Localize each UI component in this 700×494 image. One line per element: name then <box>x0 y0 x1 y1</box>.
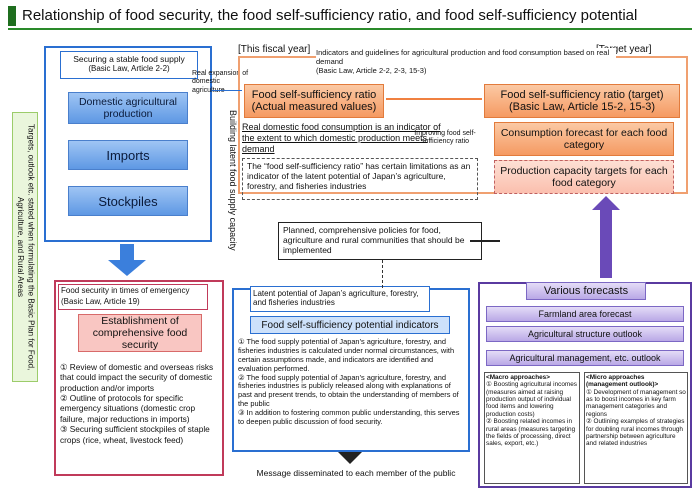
micro-item: ① Development of management so as to boo… <box>586 388 686 418</box>
potential-indicators-box: Food self-sufficiency potential indicato… <box>250 316 450 334</box>
real-expansion-label: Real expansion of domestic agriculture <box>192 70 249 94</box>
forecasts-title: Various forecasts <box>526 282 646 300</box>
purple-arrow-shaft <box>600 208 612 278</box>
planned-policies-box: Planned, comprehensive policies for food… <box>278 222 482 260</box>
stockpiles-box: Stockpiles <box>68 186 188 216</box>
message-arrow <box>338 452 362 464</box>
blue-arrow-shaft <box>120 244 134 262</box>
improving-label: Improving food self-sufficiency ratio <box>414 130 476 146</box>
connector-line <box>212 90 242 91</box>
agri-structure-box: Agricultural structure outlook <box>486 326 684 342</box>
emergency-item: ③ Securing sufficient stockpiles of stap… <box>60 424 210 445</box>
agri-management-box: Agricultural management, etc. outlook <box>486 350 684 366</box>
consumption-forecast-box: Consumption forecast for each food categ… <box>494 122 674 156</box>
emergency-sub: (Basic Law, Article 19) <box>61 296 140 306</box>
blue-arrow-head <box>108 260 146 276</box>
stable-supply-title: Securing a stable food supply <box>73 54 185 64</box>
latent-item: ③ In addition to fostering common public… <box>238 408 460 426</box>
purple-arrow-head <box>592 196 620 210</box>
stable-supply-sub: (Basic Law, Article 2-2) <box>88 64 170 74</box>
connector-line <box>382 260 383 288</box>
forecasts-box: Various forecasts Farmland area forecast… <box>478 282 692 488</box>
macro-item: ① Boosting agricultural incomes (measure… <box>486 381 577 418</box>
latent-item: ① The food supply potential of Japan’s a… <box>238 337 455 373</box>
ratio-actual-box: Food self-sufficiency ratio (Actual meas… <box>244 84 384 118</box>
emergency-item: ① Review of domestic and overseas risks … <box>60 362 214 393</box>
macro-item: ② Boosting related incomes in rural area… <box>486 418 576 448</box>
macro-title: <Macro approaches> <box>486 374 550 381</box>
title-accent <box>8 6 16 26</box>
target-year-label: [Target year] <box>596 44 652 55</box>
this-year-label: [This fiscal year] <box>238 44 311 55</box>
macro-box: <Macro approaches> ① Boosting agricultur… <box>484 372 580 484</box>
latent-potential-box: Latent potential of Japan’s agriculture,… <box>232 286 470 452</box>
stable-supply-header: Securing a stable food supply (Basic Law… <box>60 51 198 79</box>
side-note: Targets, outlook etc. stated when formul… <box>12 112 38 382</box>
micro-box: <Micro approaches (management outlook)> … <box>584 372 688 484</box>
limitations-box: The “food self-sufficiency ratio” has ce… <box>242 158 478 200</box>
imports-box: Imports <box>68 140 188 170</box>
micro-item: ② Outlining examples of strategies for d… <box>586 418 685 448</box>
domestic-production-box: Domestic agricultural production <box>68 92 188 124</box>
comprehensive-security-box: Establishment of comprehensive food secu… <box>78 314 202 352</box>
connector-line <box>470 240 500 242</box>
emergency-box: Food security in times of emergency (Bas… <box>54 280 224 476</box>
message-text: Message disseminated to each member of t… <box>256 468 456 478</box>
latent-list: ① The food supply potential of Japan’s a… <box>238 337 466 427</box>
real-consumption-text: Real domestic food consumption is an ind… <box>242 122 441 154</box>
farmland-forecast-box: Farmland area forecast <box>486 306 684 322</box>
improving-arrow <box>386 98 482 100</box>
indicators-caption: Indicators and guidelines for agricultur… <box>316 48 616 75</box>
building-latent-label: Building latent food supply capacity <box>228 110 238 251</box>
ratio-target-box: Food self-sufficiency ratio (target) (Ba… <box>484 84 680 118</box>
latent-title: Latent potential of Japan’s agriculture,… <box>250 286 430 312</box>
indicators-text: Indicators and guidelines for agricultur… <box>316 48 610 66</box>
emergency-header: Food security in times of emergency (Bas… <box>58 284 208 310</box>
emergency-list: ① Review of domestic and overseas risks … <box>60 362 220 445</box>
stable-supply-box: Securing a stable food supply (Basic Law… <box>44 46 212 242</box>
production-targets-box: Production capacity targets for each foo… <box>494 160 674 194</box>
latent-item: ② The food supply potential of Japan’s a… <box>238 372 459 409</box>
diagram-title-bar: Relationship of food security, the food … <box>8 4 692 30</box>
page-title: Relationship of food security, the food … <box>22 7 638 24</box>
emergency-title: Food security in times of emergency <box>61 286 190 295</box>
micro-title: <Micro approaches (management outlook)> <box>586 374 659 389</box>
emergency-item: ② Outline of protocols for specific emer… <box>60 393 196 424</box>
indicators-sub: (Basic Law, Article 2-2, 2-3, 15-3) <box>316 66 427 75</box>
